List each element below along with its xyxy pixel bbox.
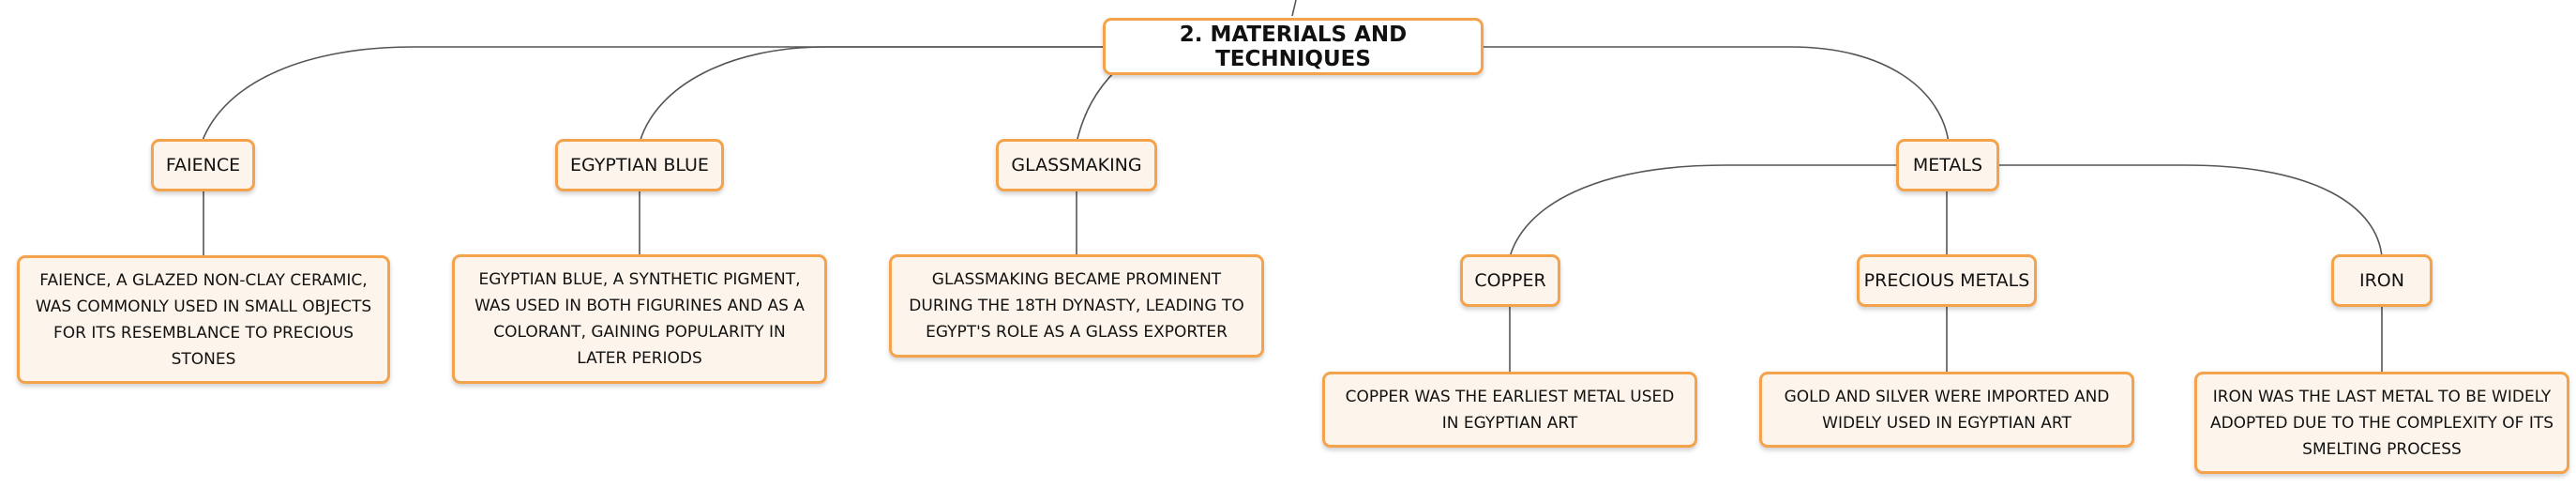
subtopic-iron-label: IRON	[2359, 270, 2404, 291]
connector-metals-copper	[1509, 164, 1896, 258]
detail-egyptian-blue[interactable]: EGYPTIAN BLUE, A SYNTHETIC PIGMENT, WAS …	[452, 254, 827, 384]
topic-egyptian-blue[interactable]: EGYPTIAN BLUE	[555, 139, 724, 191]
topic-glassmaking-label: GLASSMAKING	[1011, 155, 1142, 175]
detail-faience-text: FAIENCE, A GLAZED NON-CLAY CERAMIC, WAS …	[35, 270, 372, 369]
connector-root-egyptian-blue	[639, 46, 1103, 144]
connector-root-metals	[1482, 46, 1950, 144]
detail-copper-text: COPPER WAS THE EARLIEST METAL USED IN EG…	[1345, 387, 1675, 433]
detail-glassmaking-text: GLASSMAKING BECAME PROMINENT DURING THE …	[909, 270, 1244, 342]
connector-root-glassmaking	[1076, 69, 1117, 144]
connector-metals-iron	[1999, 164, 2383, 258]
subtopic-precious-metals-label: PRECIOUS METALS	[1863, 270, 2030, 291]
detail-precious-metals-text: GOLD AND SILVER WERE IMPORTED AND WIDELY…	[1784, 387, 2110, 433]
subtopic-iron[interactable]: IRON	[2331, 254, 2433, 307]
topic-metals-label: METALS	[1912, 155, 1983, 175]
topic-egyptian-blue-label: EGYPTIAN BLUE	[570, 155, 709, 175]
topic-faience[interactable]: FAIENCE	[151, 139, 255, 191]
topic-faience-label: FAIENCE	[165, 155, 241, 175]
detail-copper[interactable]: COPPER WAS THE EARLIEST METAL USED IN EG…	[1322, 372, 1697, 448]
topic-glassmaking[interactable]: GLASSMAKING	[996, 139, 1157, 191]
subtopic-copper[interactable]: COPPER	[1460, 254, 1560, 307]
detail-glassmaking[interactable]: GLASSMAKING BECAME PROMINENT DURING THE …	[889, 254, 1264, 358]
subtopic-copper-label: COPPER	[1474, 270, 1546, 291]
detail-faience[interactable]: FAIENCE, A GLAZED NON-CLAY CERAMIC, WAS …	[17, 255, 390, 384]
root-topic-label: 2. MATERIALS AND TECHNIQUES	[1179, 22, 1408, 71]
subtopic-precious-metals[interactable]: PRECIOUS METALS	[1857, 254, 2037, 307]
topic-metals[interactable]: METALS	[1896, 139, 1999, 191]
connector-root-parent	[1291, 0, 1297, 17]
detail-precious-metals[interactable]: GOLD AND SILVER WERE IMPORTED AND WIDELY…	[1759, 372, 2134, 448]
root-topic[interactable]: 2. MATERIALS AND TECHNIQUES	[1103, 18, 1484, 75]
detail-iron-text: IRON WAS THE LAST METAL TO BE WIDELY ADO…	[2209, 387, 2554, 459]
connector-root-faience	[201, 46, 1103, 144]
detail-egyptian-blue-text: EGYPTIAN BLUE, A SYNTHETIC PIGMENT, WAS …	[475, 270, 805, 368]
detail-iron[interactable]: IRON WAS THE LAST METAL TO BE WIDELY ADO…	[2194, 372, 2569, 474]
